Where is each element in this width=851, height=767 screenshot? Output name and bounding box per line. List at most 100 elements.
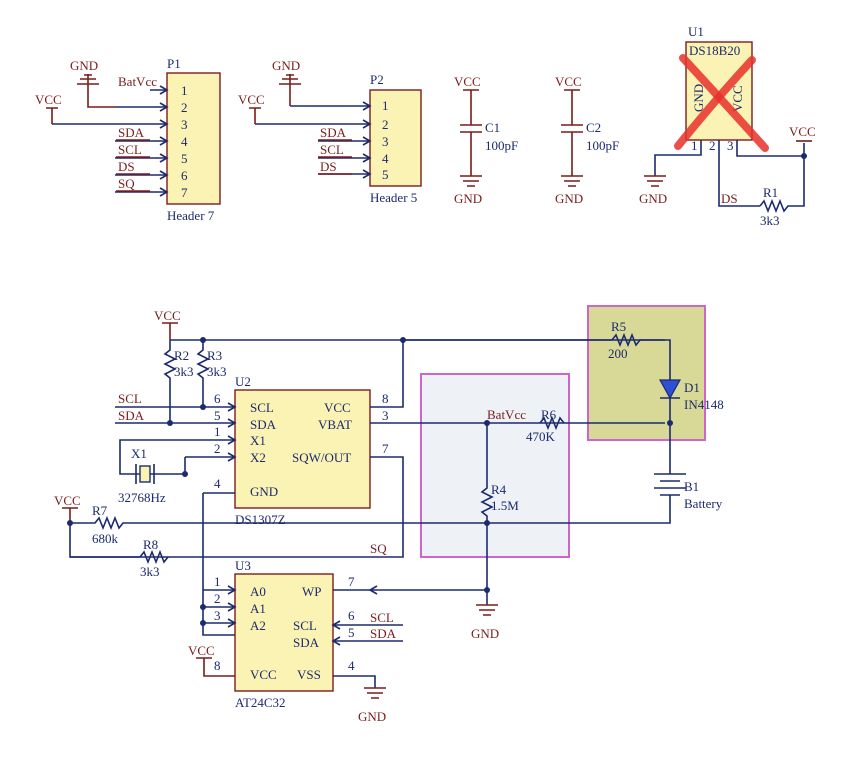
u3-num-a0: 1 [214, 574, 221, 589]
u3-label-sda: SDA [370, 626, 397, 641]
u1-pin3-name: VCC [730, 85, 745, 112]
p2-pin-5: 5 [382, 167, 389, 182]
u2-num-x2: 2 [214, 441, 221, 456]
p1-label-sda: SDA [118, 125, 145, 140]
u2-pin-vbat: VBAT [318, 417, 352, 432]
u3-part: AT24C32 [235, 695, 286, 710]
p1-pin-2: 2 [181, 100, 188, 115]
u3-num-sda: 5 [348, 625, 355, 640]
u3-pin-scl: SCL [293, 618, 317, 633]
p1-vcc-label: VCC [35, 92, 62, 107]
u1-pin1-name: GND [691, 84, 706, 112]
r2-value: 3k3 [174, 364, 194, 379]
c2-ref: C2 [586, 120, 601, 135]
u2-pin-x1: X1 [250, 433, 266, 448]
u1-pin-3: 3 [727, 138, 734, 153]
p2-pin-2: 2 [382, 117, 389, 132]
r1-value: 3k3 [760, 213, 780, 228]
u1-gnd-label: GND [639, 191, 667, 206]
p2-label-ds: DS [320, 159, 337, 174]
p1-label-scl: SCL [118, 142, 142, 157]
u3-num-scl: 6 [348, 608, 355, 623]
u2-pin-scl: SCL [250, 400, 274, 415]
c1-gnd-label: GND [454, 191, 482, 206]
u3-pin-vcc: VCC [250, 667, 277, 682]
u2-pin-gnd: GND [250, 484, 278, 499]
p1-pin-5: 5 [181, 151, 188, 166]
u2-pin-vcc: VCC [324, 400, 351, 415]
p2-pin-3: 3 [382, 134, 389, 149]
r7-ref: R7 [92, 503, 108, 518]
r4-ref: R4 [491, 482, 507, 497]
highlight-box-r4 [420, 373, 570, 558]
p1-label-batvcc: BatVcc [118, 74, 157, 89]
u2-label-sq: SQ [370, 541, 387, 556]
highlight-box-d1 [587, 305, 706, 441]
u2-num-vcc: 8 [382, 391, 389, 406]
c1-value: 100pF [485, 138, 518, 153]
r3-ref: R3 [207, 348, 222, 363]
b1-ref: B1 [684, 479, 699, 494]
u2-pin-x2: X2 [250, 450, 266, 465]
c2-value: 100pF [586, 138, 619, 153]
c2-vcc-label: VCC [555, 74, 582, 89]
r8-value: 3k3 [140, 564, 160, 579]
c2-gnd-label: GND [555, 191, 583, 206]
u2-pin-sqw: SQW/OUT [292, 450, 351, 465]
u1-vcc-label: VCC [789, 124, 816, 139]
u3-pin-a1: A1 [250, 601, 266, 616]
u2-ref: U2 [235, 374, 251, 389]
r4-value: 1.5M [491, 498, 519, 513]
u1-ds-label: DS [721, 191, 738, 206]
u3-pin-a0: A0 [250, 584, 266, 599]
p2-name: Header 5 [370, 190, 417, 205]
r2r3-vcc-label: VCC [154, 308, 181, 323]
u1-pin-1: 1 [691, 138, 698, 153]
r3-value: 3k3 [207, 364, 227, 379]
x1-value: 32768Hz [118, 490, 166, 505]
vbat-network: BatVcc GND R4 1.5M R6 470K [368, 407, 565, 641]
p1-label-sq: SQ [118, 176, 135, 191]
p2-pin-4: 4 [382, 151, 389, 166]
crystal-x1: X1 32768Hz [118, 439, 203, 505]
u3-pin-wp: WP [302, 584, 322, 599]
u3-pin-a2: A2 [250, 618, 266, 633]
r2-ref: R2 [174, 348, 189, 363]
u3-num-vss: 4 [348, 658, 355, 673]
p2-vcc-label: VCC [238, 92, 265, 107]
capacitor-c1: VCC C1 100pF GND [454, 74, 518, 206]
p2-ref: P2 [370, 72, 384, 87]
u2-num-sqw: 7 [382, 441, 389, 456]
u2-label-scl: SCL [118, 391, 142, 406]
r1-ref: R1 [763, 185, 778, 200]
capacitor-c2: VCC C2 100pF GND [555, 74, 619, 206]
u3-label-scl: SCL [370, 610, 394, 625]
header-p2: P2 Header 5 1 2 3 4 5 SDA SCL DS GND VCC [238, 58, 422, 205]
r8-ref: R8 [143, 537, 158, 552]
p1-gnd-label: GND [70, 58, 98, 73]
r6-value: 470K [526, 429, 556, 444]
battery-network: R5 200 D1 IN4148 B1 Battery [403, 319, 724, 524]
u3-gnd-label: GND [358, 709, 386, 724]
p1-label-ds: DS [118, 159, 135, 174]
u2-label-sda: SDA [118, 408, 145, 423]
r7-vcc-label: VCC [54, 493, 81, 508]
u2-part: DS1307Z [235, 512, 286, 527]
u3-num-a1: 2 [214, 591, 221, 606]
header-p1: P1 Header 7 1 2 3 4 5 6 7 BatVcc SDA SCL… [35, 56, 221, 223]
p1-pin-7: 7 [181, 185, 188, 200]
b1-name: Battery [684, 496, 723, 511]
p1-pin-1: 1 [181, 83, 188, 98]
u3-num-a2: 3 [214, 608, 221, 623]
rtc-u2: U2 DS1307Z SCL SDA X1 X2 GND VCC VBAT SQ… [69, 340, 673, 636]
p1-pin-3: 3 [181, 117, 188, 132]
cross-mark-icon [674, 54, 769, 152]
u2-num-gnd: 4 [214, 476, 221, 491]
c1-vcc-label: VCC [454, 74, 481, 89]
resistors-r7-r8: VCC R7 680k R8 3k3 [54, 493, 665, 579]
u1-part: DS18B20 [689, 43, 740, 58]
vbat-gnd-label: GND [471, 626, 499, 641]
u2-num-vbat: 3 [382, 408, 389, 423]
p2-gnd-label: GND [272, 58, 300, 73]
